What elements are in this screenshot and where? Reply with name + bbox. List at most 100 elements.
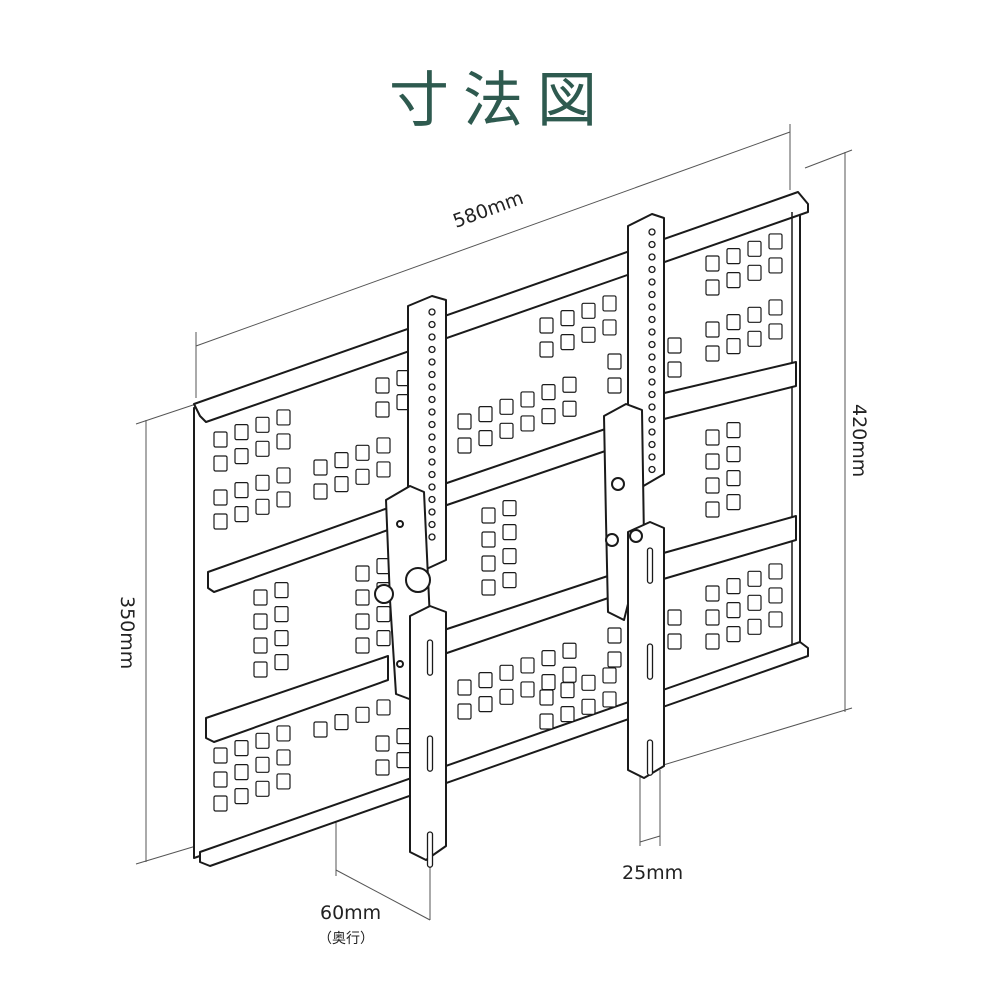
arm-width-label: 25mm (622, 862, 684, 884)
depth-note: （奥行） (318, 931, 374, 947)
height-plate-extension-top (135, 403, 197, 425)
diagram-title: 寸法図 (389, 66, 611, 136)
perforation-hole (705, 477, 720, 494)
perforation-hole (562, 400, 577, 417)
perforation-hole (255, 498, 270, 515)
perforation-hole (602, 319, 617, 336)
perforation-hole (705, 633, 720, 650)
perforation-hole (667, 633, 682, 650)
left-arm-lower-bar (409, 605, 447, 861)
perforation-hole (313, 459, 328, 476)
perforation-hole (562, 642, 577, 659)
perforation-hole (726, 338, 741, 355)
perforation-hole (276, 491, 291, 508)
perforation-hole (334, 476, 349, 493)
perforation-hole (705, 279, 720, 296)
arm-hole (428, 495, 436, 504)
arm-hole (648, 278, 656, 286)
perforation-hole (581, 698, 596, 715)
perforation-hole (375, 735, 390, 752)
perforation-hole (376, 461, 391, 478)
arm-hole (428, 408, 436, 416)
perforation-hole (376, 606, 391, 623)
perforation-hole (726, 470, 741, 487)
perforation-hole (581, 302, 596, 319)
perforation-hole (253, 613, 268, 630)
arm-hole (648, 240, 656, 249)
perforation-hole (502, 548, 517, 565)
perforation-hole (607, 651, 622, 668)
perforation-hole (726, 494, 741, 511)
arm-hole (648, 453, 656, 461)
perforation-hole (376, 630, 391, 647)
perforation-hole (457, 437, 472, 454)
perforation-hole (499, 422, 514, 439)
arm-hole (648, 328, 656, 336)
perforation-hole (478, 430, 493, 447)
height-outer-extension-bottom (659, 707, 853, 767)
perforation-hole (255, 732, 270, 749)
perforation-hole (726, 314, 741, 331)
height-outer-extension-top (804, 149, 853, 169)
arm-hole (428, 358, 436, 366)
perforation-hole (276, 467, 291, 484)
perforation-hole (478, 696, 493, 713)
perforation-hole (481, 579, 496, 596)
perforation-hole (539, 317, 554, 334)
height-outer-label: 420mm (848, 404, 870, 478)
perforation-hole (560, 682, 575, 699)
perforation-hole (705, 255, 720, 272)
perforation-hole (768, 563, 783, 580)
perforation-hole (747, 570, 762, 587)
arm-hole (648, 415, 656, 424)
perforation-hole (255, 416, 270, 433)
perforation-hole (560, 706, 575, 723)
arm-hole (648, 365, 656, 374)
perforation-hole (602, 691, 617, 708)
perforation-hole (355, 637, 370, 654)
perforation-hole (607, 627, 622, 644)
perforation-hole (457, 679, 472, 696)
perforation-hole (562, 666, 577, 683)
perforation-hole (705, 429, 720, 446)
perforation-hole (705, 453, 720, 470)
perforation-hole (355, 706, 370, 723)
depth-label: 60mm (320, 902, 382, 924)
perforation-hole (355, 468, 370, 485)
arm-hole (648, 228, 656, 236)
perforation-hole (705, 321, 720, 338)
perforation-hole (539, 713, 554, 730)
perforation-hole (726, 446, 741, 463)
middle-rail-left-upper (207, 507, 389, 593)
arm-hole (428, 520, 436, 529)
left-tilt-knob (374, 584, 394, 604)
perforation-hole (481, 507, 496, 524)
perforation-hole (768, 587, 783, 604)
perforation-hole (562, 376, 577, 393)
perforation-hole (520, 391, 535, 408)
perforation-hole (274, 630, 289, 647)
perforation-hole (334, 714, 349, 731)
perforation-hole (607, 377, 622, 394)
left-arm (374, 295, 447, 861)
perforation-hole (602, 295, 617, 312)
arm-hole (646, 643, 654, 680)
perforation-hole (667, 361, 682, 378)
perforation-hole (376, 699, 391, 716)
perforation-hole (457, 703, 472, 720)
perforation-hole (541, 673, 556, 691)
arm-hole (648, 265, 656, 274)
perforation-hole (768, 611, 783, 628)
perforation-hole (667, 609, 682, 626)
perforation-hole (276, 773, 291, 790)
perforation-hole (768, 233, 783, 250)
perforation-hole (276, 409, 291, 426)
arm-hole (648, 428, 656, 436)
perforation-hole (355, 589, 370, 606)
arm-hole (428, 320, 436, 329)
arm-dimension-line (639, 835, 661, 843)
perforation-hole (355, 565, 370, 582)
perforation-hole (375, 401, 390, 418)
perforation-hole (274, 654, 289, 671)
